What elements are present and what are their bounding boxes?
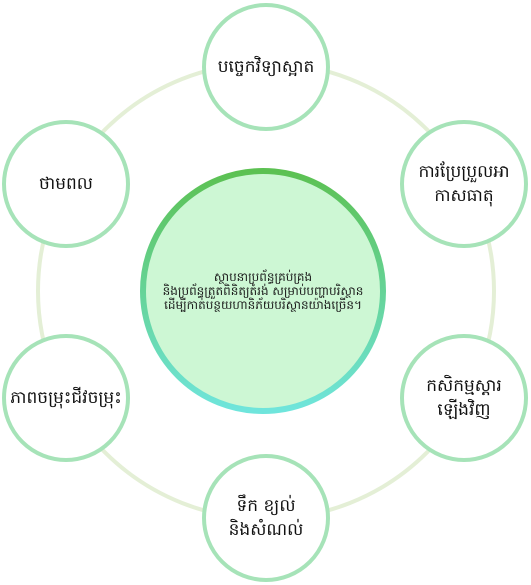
node-biodiversity-label: ភាពចម្រុះជីវចម្រុះ — [10, 388, 122, 408]
node-regenerative-agriculture-label: កសិកម្មស្តារ ឡើងវិញ — [426, 376, 502, 420]
node-clean-technology-label: បច្ចេកវិទ្យាស្អាត — [217, 57, 315, 77]
node-climate-change-label: ការប្រែប្រួលអា កាសធាតុ — [418, 162, 510, 206]
center-circle-shape — [140, 168, 386, 414]
node-biodiversity: ភាពចម្រុះជីវចម្រុះ — [2, 334, 130, 462]
node-water-air-waste: ទឹក ខ្យល់ និងសំណល់ — [202, 454, 330, 582]
node-energy-label: ថាមពល — [39, 174, 93, 194]
node-climate-change: ការប្រែប្រួលអា កាសធាតុ — [400, 120, 528, 248]
center-node: ស្ថាបនាប្រព័ន្ធគ្រប់គ្រង និងប្រព័ន្ធត្រួ… — [139, 167, 387, 415]
node-water-air-waste-label: ទឹក ខ្យល់ និងសំណល់ — [228, 496, 304, 540]
center-node-text: ស្ថាបនាប្រព័ន្ធគ្រប់គ្រង និងប្រព័ន្ធត្រួ… — [162, 270, 364, 312]
node-regenerative-agriculture: កសិកម្មស្តារ ឡើងវិញ — [400, 334, 528, 462]
node-energy: ថាមពល — [2, 120, 130, 248]
node-clean-technology: បច្ចេកវិទ្យាស្អាត — [202, 3, 330, 131]
